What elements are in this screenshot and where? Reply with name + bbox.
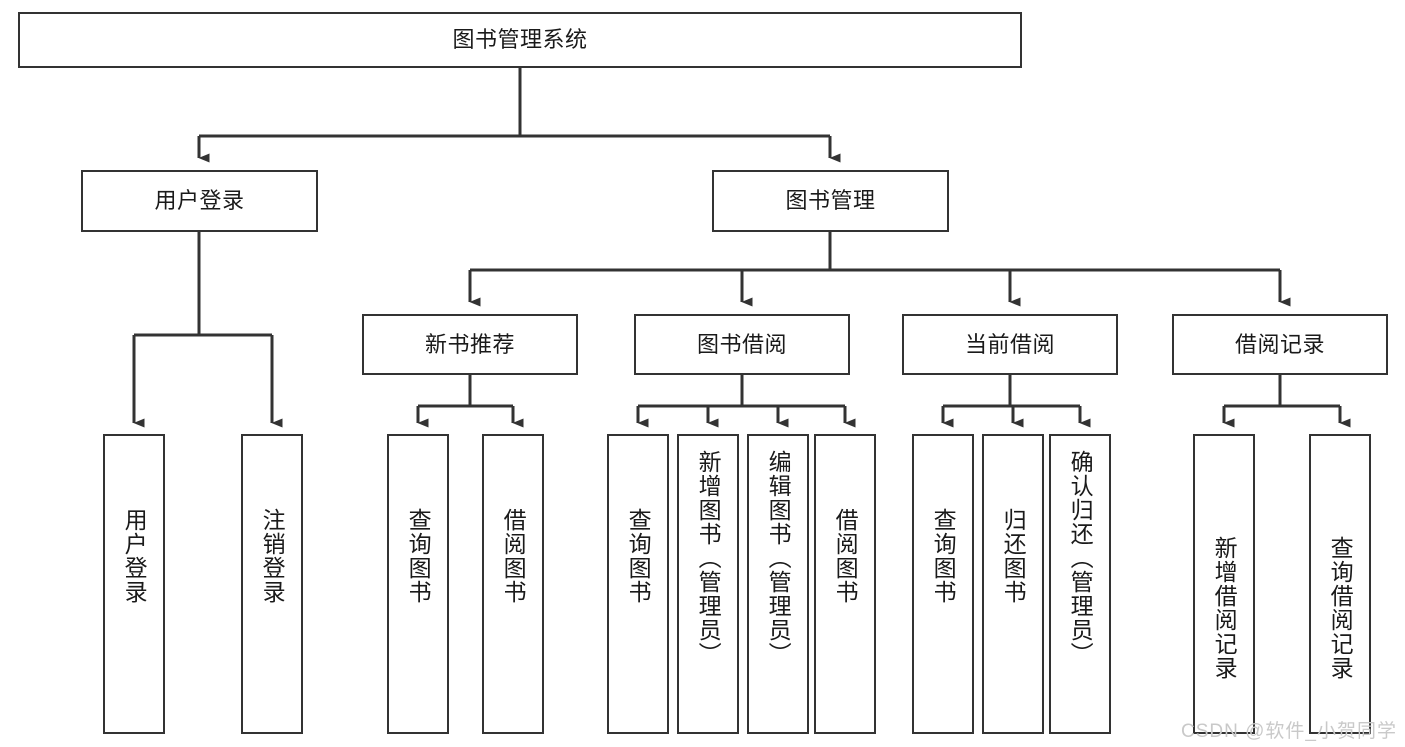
node-label: 注销登录 — [259, 508, 286, 604]
leaf-query-borrow-record[interactable]: 查询借阅记录 — [1309, 434, 1371, 734]
leaf-query-book-borrow[interactable]: 查询图书 — [607, 434, 669, 734]
node-label: 编辑图书（管理员） — [765, 450, 792, 666]
node-label: 查询图书 — [405, 508, 432, 604]
leaf-user-logout[interactable]: 注销登录 — [241, 434, 303, 734]
node-label: 图书管理系统 — [452, 27, 588, 53]
node-label: 确认归还（管理员） — [1067, 450, 1094, 666]
node-label: 借阅图书 — [500, 508, 527, 604]
node-label: 借阅图书 — [832, 508, 859, 604]
leaf-add-borrow-record[interactable]: 新增借阅记录 — [1193, 434, 1255, 734]
leaf-confirm-return-admin[interactable]: 确认归还（管理员） — [1049, 434, 1111, 734]
node-label: 查询借阅记录 — [1327, 536, 1354, 680]
leaf-add-book-admin[interactable]: 新增图书（管理员） — [677, 434, 739, 734]
node-label: 用户登录 — [154, 188, 245, 214]
node-label: 新增图书（管理员） — [695, 450, 722, 666]
node-label: 当前借阅 — [964, 331, 1055, 357]
node-book-management[interactable]: 图书管理 — [712, 170, 949, 232]
leaf-borrow-book-recommend[interactable]: 借阅图书 — [482, 434, 544, 734]
node-label: 新增借阅记录 — [1211, 536, 1238, 680]
node-user-login[interactable]: 用户登录 — [81, 170, 318, 232]
node-borrow-record[interactable]: 借阅记录 — [1172, 314, 1388, 375]
leaf-borrow-book[interactable]: 借阅图书 — [814, 434, 876, 734]
node-new-book-recommend[interactable]: 新书推荐 — [362, 314, 578, 375]
leaf-query-book-current[interactable]: 查询图书 — [912, 434, 974, 734]
leaf-return-book[interactable]: 归还图书 — [982, 434, 1044, 734]
node-label: 查询图书 — [625, 508, 652, 604]
node-label: 图书借阅 — [696, 331, 787, 357]
node-label: 借阅记录 — [1234, 331, 1325, 357]
node-label: 用户登录 — [121, 508, 148, 604]
leaf-edit-book-admin[interactable]: 编辑图书（管理员） — [747, 434, 809, 734]
node-label: 查询图书 — [930, 508, 957, 604]
leaf-query-book-recommend[interactable]: 查询图书 — [387, 434, 449, 734]
node-label: 图书管理 — [785, 188, 876, 214]
node-label: 新书推荐 — [424, 331, 515, 357]
node-current-borrow[interactable]: 当前借阅 — [902, 314, 1118, 375]
leaf-user-login[interactable]: 用户登录 — [103, 434, 165, 734]
node-root-book-management-system[interactable]: 图书管理系统 — [18, 12, 1022, 68]
node-book-borrow[interactable]: 图书借阅 — [634, 314, 850, 375]
node-label: 归还图书 — [1000, 508, 1027, 604]
